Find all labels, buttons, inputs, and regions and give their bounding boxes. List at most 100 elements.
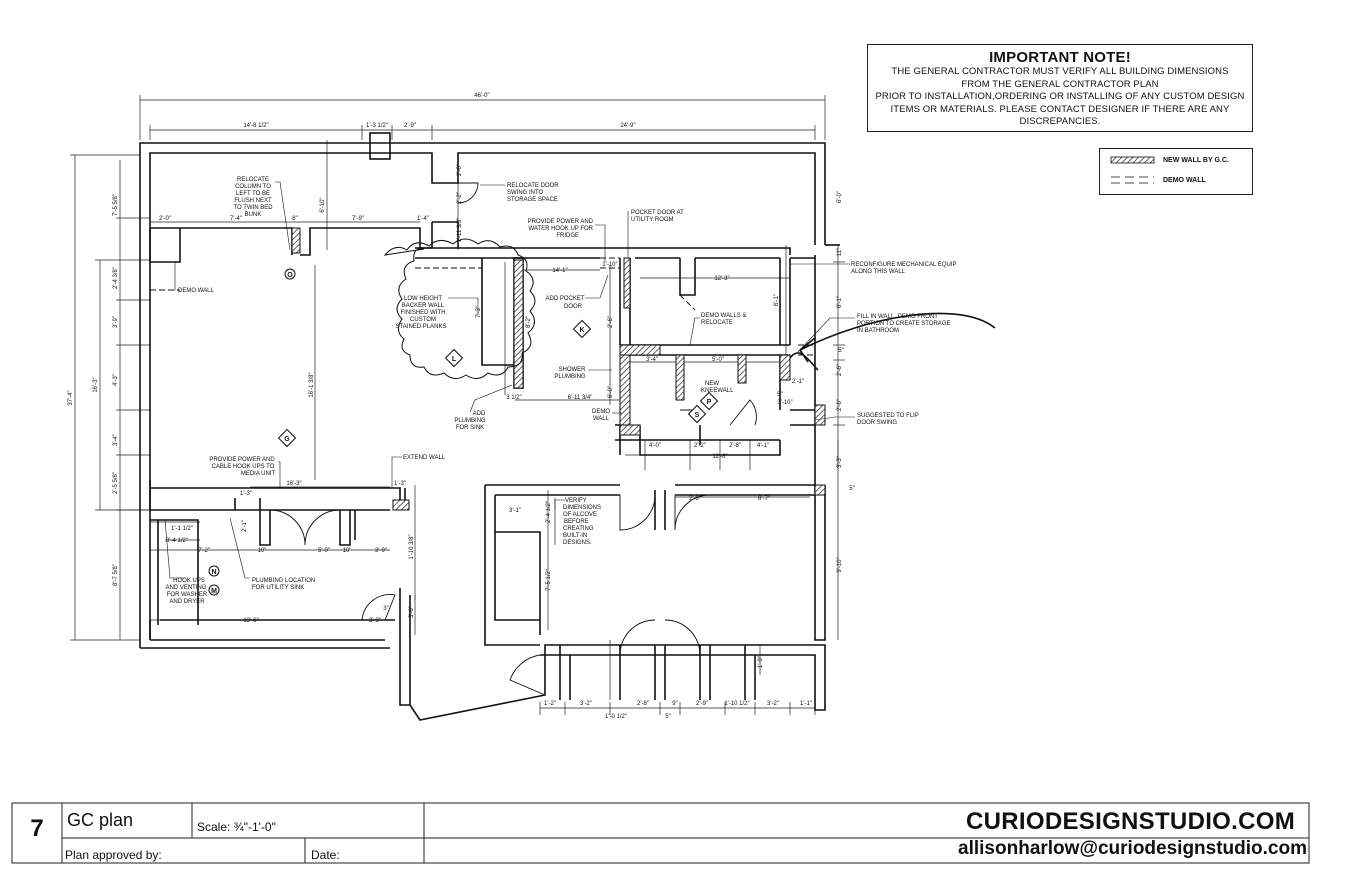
dim-text: 1'-11 3/8" [457,218,463,243]
marker-p [699,391,719,411]
note-reconfigure: RECONFIGURE MECHANICAL EQUIP ALONG THIS … [851,262,956,275]
dim-text: 37'-4" [68,390,74,405]
svg-text:AND VENTING: AND VENTING [165,585,206,591]
marker-m [208,584,220,596]
important-note: IMPORTANT NOTE! THE GENERAL CONTRACTOR M… [867,44,1253,132]
dim-text: 1'-3 1/2" [366,123,388,129]
dim-text: 3'-2" [767,701,779,707]
dim-text: 1'-3" [394,481,406,487]
dim-text: 3'-3" [837,456,843,468]
marker-n-label: N [211,569,216,576]
note-backer-wall: LOW HEIGHT BACKER WALL FINISHED WITH CUS… [396,296,447,330]
dim-text: 2'-9" [404,123,416,129]
legend-symbols [1110,156,1155,184]
studio-email[interactable]: allisonharlow@curiodesignstudio.com [958,838,1307,859]
note-line: FROM THE GENERAL CONTRACTOR PLAN [961,78,1159,90]
dim-text: 3'-9" [113,316,119,328]
dim-text: 2'-0" [457,164,463,176]
dim-text: 2'-6" [608,316,614,328]
marker-l [444,348,464,368]
marker-s-label: S [695,412,700,419]
dim-text: 3'-2" [580,701,592,707]
marker-n [208,565,220,577]
dim-text: 5'-0" [712,357,724,363]
dim-text: 14'-8 1/2" [243,123,268,129]
note-line: ITEMS OR MATERIALS. PLEASE CONTACT DESIG… [890,103,1230,115]
leader-lines [164,181,855,579]
dim-text: 2'-9" [696,701,708,707]
svg-text:OF ALCOVE: OF ALCOVE [563,512,597,518]
dim-text: 14'-1" [552,268,567,274]
dim-text: 11" [837,248,843,256]
dim-text: 7'-3" [476,306,482,318]
svg-text:RELOCATE DOOR: RELOCATE DOOR [507,183,559,189]
dim-text: 1'-0 1/2" [605,714,627,720]
plan-name: GC plan [67,810,134,830]
note-line: PRIOR TO INSTALLATION,ORDERING OR INSTAL… [875,91,1245,102]
marker-g-label: G [284,436,290,443]
dim-text: 2'-9" [689,496,701,502]
svg-text:DEMO WALLS &: DEMO WALLS & [701,313,746,319]
dim-text: 24'-9" [620,123,635,129]
dim-text: 2'-1" [792,379,804,385]
svg-text:RECONFIGURE MECHANICAL EQUIP: RECONFIGURE MECHANICAL EQUIP [851,262,956,268]
svg-text:RELOCATE: RELOCATE [237,177,269,183]
svg-text:FOR WASHER: FOR WASHER [167,592,208,598]
dim-text: 10" [258,548,267,554]
dim-text: 6'-10" [320,197,326,212]
svg-text:FOR UTILITY SINK: FOR UTILITY SINK [252,585,304,591]
svg-text:COLUMN TO: COLUMN TO [235,184,271,190]
dim-text: 2'-2" [694,443,706,449]
dim-text: 13'-6" [243,618,258,624]
svg-text:HOOK UPS: HOOK UPS [173,578,205,584]
svg-text:DOOR: DOOR [564,304,583,310]
svg-text:PLUMBING LOCATION: PLUMBING LOCATION [252,578,315,584]
svg-text:NEW: NEW [705,381,719,387]
marker-o-label: O [287,272,293,279]
svg-text:FOR SINK: FOR SINK [456,425,484,431]
marker-s [687,404,707,424]
dim-text: 9'-10" [837,557,843,572]
dim-text: 1'-10 1/2" [724,701,749,707]
dim-text: 9" [672,701,677,707]
dim-text: 1'-9" [758,656,764,668]
title-block-frame [11,802,1310,864]
dim-text: 7'-9" [352,216,364,222]
dim-text: 3'-4 1/2" [166,538,188,544]
svg-text:CUSTOM: CUSTOM [410,317,436,323]
sheet-number: 7 [30,815,44,842]
note-add-pocket: ADD POCKET DOOR [545,296,584,310]
dim-text: 3'-1" [509,508,521,514]
dim-text: 5" [849,486,854,492]
svg-text:CREATING: CREATING [563,526,594,532]
legend: NEW WALL BY G.C. DEMO WALL [1099,148,1253,195]
note-power-fridge: PROVIDE POWER AND WATER HOOK UP FOR FRID… [528,219,594,239]
dim-text: 16'-1 3/8" [309,372,315,397]
svg-text:PROVIDE POWER AND: PROVIDE POWER AND [528,219,594,225]
svg-text:STORAGE SPACE: STORAGE SPACE [507,197,558,203]
dim-text: 6'-0" [837,191,843,203]
dim-text: 3'-10" [777,400,792,406]
note-flip-door: SUGGESTED TO FLIP DOOR SWING [857,413,919,426]
dim-text: 16'-3" [286,481,301,487]
dimension-lines [70,95,845,715]
plan-scale: Scale: ¾"-1'-0" [197,820,276,834]
dim-text: 2'-8" [637,701,649,707]
legend-demo-wall-label: DEMO WALL [1163,177,1206,184]
svg-text:FILL IN WALL. DEMO FRONT: FILL IN WALL. DEMO FRONT [857,314,938,320]
note-verify-alcove: VERIFY DIMENSIONS OF ALCOVE BEFORE CREAT… [563,498,601,546]
svg-text:BEFORE: BEFORE [564,519,589,525]
svg-text:BUNK: BUNK [245,212,262,218]
dim-text: 1'-1 1/2" [171,526,193,532]
dim-text: 8'-7 5/8" [113,564,119,586]
svg-text:WATER HOOK UP FOR: WATER HOOK UP FOR [528,226,593,232]
svg-text:ALONG THIS WALL: ALONG THIS WALL [851,269,906,275]
dim-text: 1'-4" [417,216,429,222]
svg-text:KNEEWALL: KNEEWALL [701,388,734,394]
dim-text: 16'-3" [93,377,99,392]
note-fill-wall: FILL IN WALL. DEMO FRONT PORTION TO CREA… [857,314,950,334]
dim-text: 5" [838,348,843,354]
svg-text:DEMO: DEMO [592,409,610,415]
door-swings [269,182,757,696]
marker-g [277,428,297,448]
